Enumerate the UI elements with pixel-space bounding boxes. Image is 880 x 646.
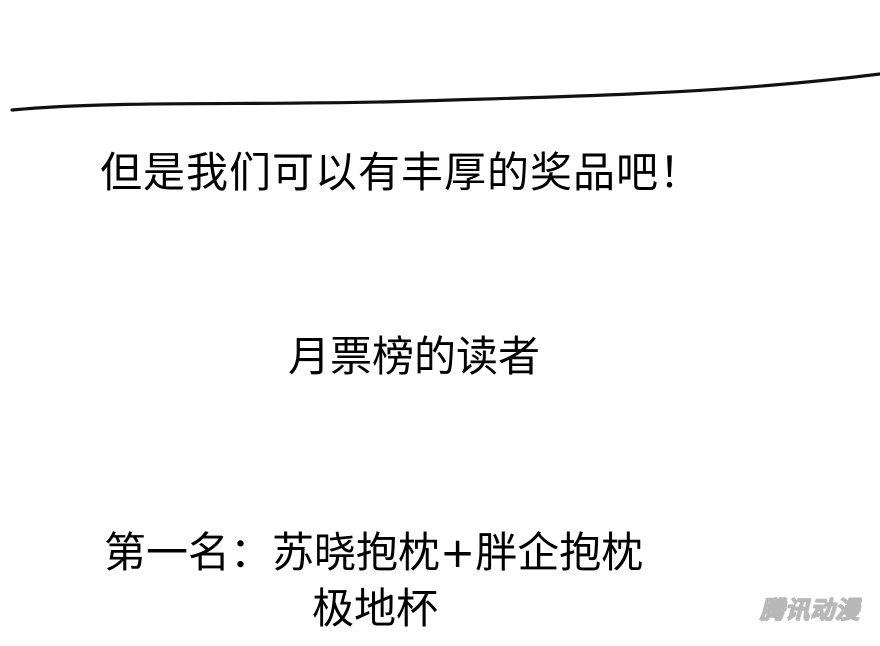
watermark-logo: 腾讯动漫: [759, 595, 860, 624]
first-prize-text-cont: 极地杯: [312, 584, 439, 633]
subheading-text: 月票榜的读者: [288, 332, 541, 381]
headline-text: 但是我们可以有丰厚的奖品吧！: [100, 148, 703, 197]
panel-border-line: [10, 72, 880, 112]
first-prize-text: 第一名：苏晓抱枕+胖企抱枕: [104, 528, 644, 577]
